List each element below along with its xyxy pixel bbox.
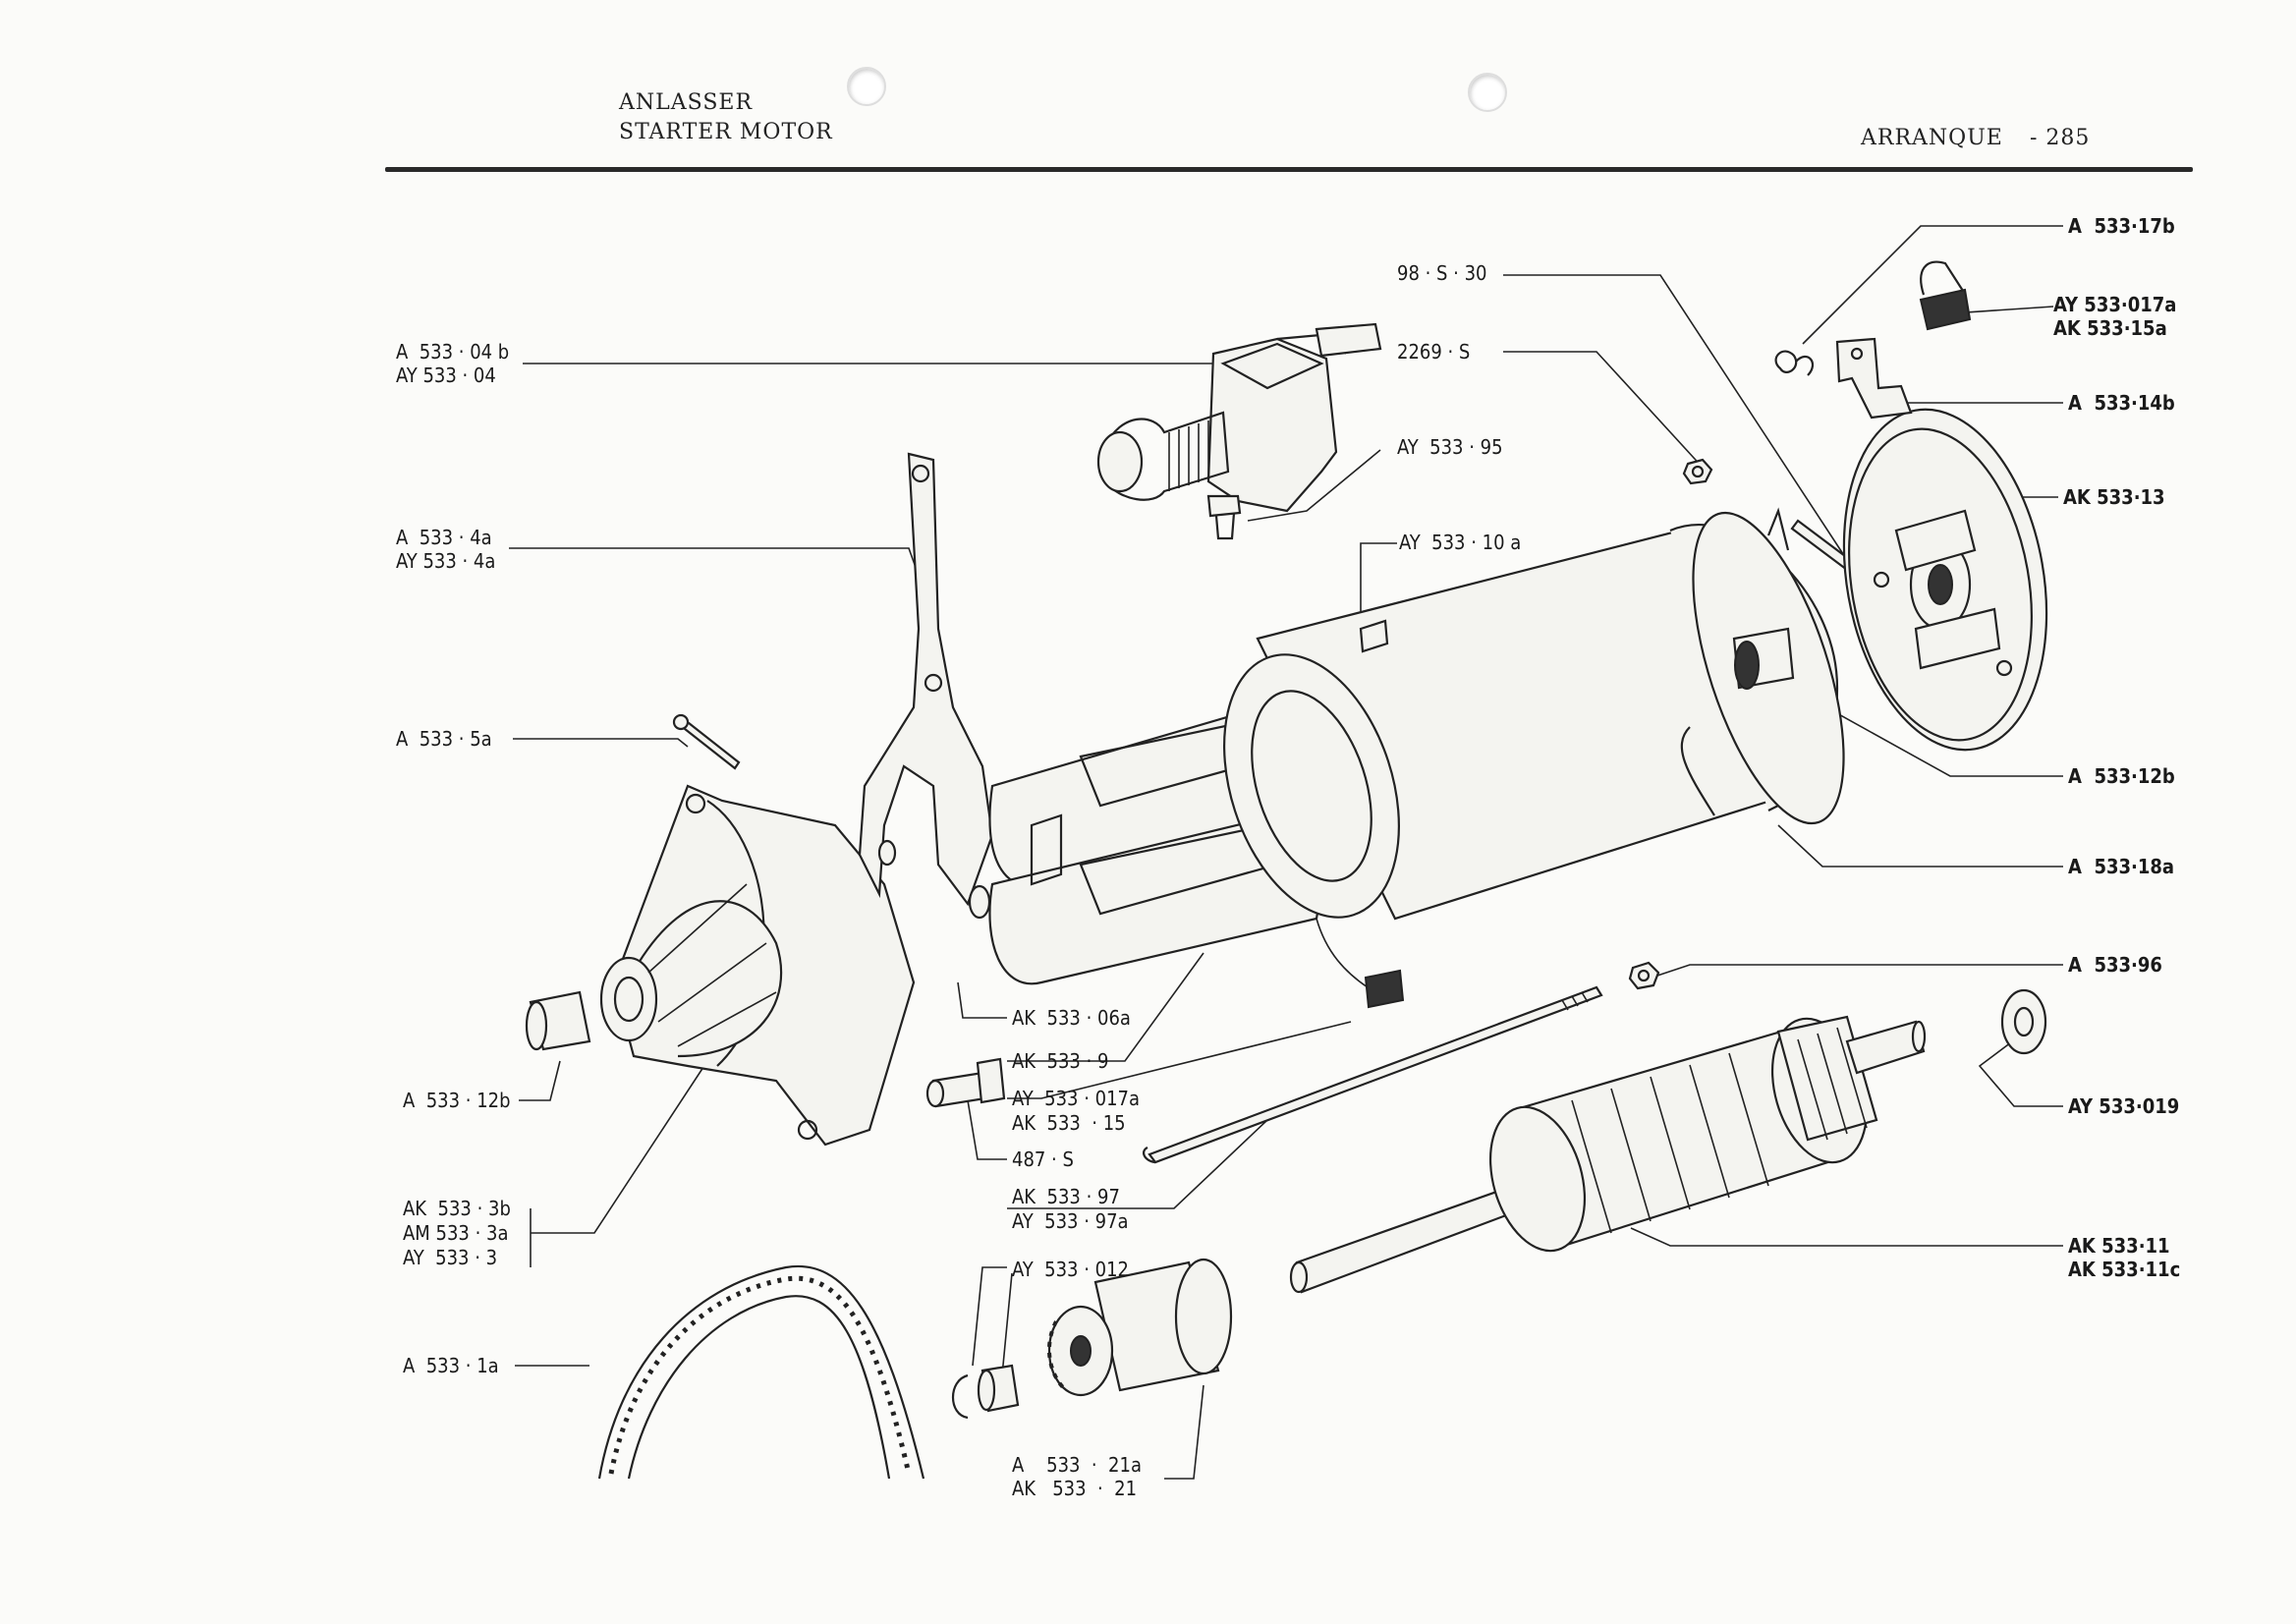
label-a-533-12b-right: A 533·12b bbox=[2068, 764, 2175, 788]
page-number: - 285 bbox=[2030, 126, 2091, 150]
label-a-533-21a: A 533 · 21a bbox=[1012, 1453, 1142, 1477]
brush-holder bbox=[1835, 337, 1913, 420]
label-2269-s: 2269 · S bbox=[1397, 340, 1471, 364]
label-ak-533-11: AK 533·11 bbox=[2068, 1234, 2170, 1258]
label-ak-533-97: AK 533 · 97 bbox=[1012, 1185, 1120, 1208]
pivot-pin bbox=[672, 713, 741, 770]
ring-gear bbox=[597, 1264, 925, 1480]
label-a-533-14b: A 533·14b bbox=[2068, 391, 2175, 415]
armature bbox=[1289, 1015, 1927, 1294]
label-ak-533-3b: AK 533 · 3b bbox=[403, 1197, 511, 1220]
label-ay-533-10a: AY 533 · 10 a bbox=[1399, 531, 1522, 554]
punch-hole-left bbox=[847, 67, 886, 106]
label-98-s-30: 98 · S · 30 bbox=[1397, 261, 1487, 285]
yoke-frame bbox=[1223, 507, 1845, 921]
label-ay-533-019: AY 533·019 bbox=[2068, 1094, 2180, 1118]
label-ay-533-97a: AY 533 · 97a bbox=[1012, 1209, 1129, 1233]
title-spanish: ARRANQUE bbox=[1861, 126, 2003, 150]
nut-533-96 bbox=[1628, 961, 1660, 990]
commutator-end-plate bbox=[1842, 408, 2048, 752]
label-ak-533-06a: AK 533 · 06a bbox=[1012, 1006, 1131, 1030]
label-a-533-96: A 533·96 bbox=[2068, 953, 2162, 977]
label-ay-533-95: AY 533 · 95 bbox=[1397, 435, 1503, 459]
label-ak-533-9: AK 533 · 9 bbox=[1012, 1049, 1109, 1073]
header-rule bbox=[385, 167, 2193, 172]
solenoid bbox=[1096, 322, 1382, 513]
label-a-533-4a: A 533 · 4a bbox=[396, 526, 492, 549]
label-ay-533-017a-right: AY 533·017a bbox=[2053, 293, 2177, 316]
label-ak-533-11c: AK 533·11c bbox=[2068, 1258, 2181, 1281]
title-german: ANLASSER bbox=[619, 90, 754, 115]
label-a-533-1a: A 533 · 1a bbox=[403, 1354, 499, 1377]
label-a-533-18a: A 533·18a bbox=[2068, 855, 2175, 878]
label-a-533-17b: A 533·17b bbox=[2068, 214, 2175, 238]
through-bolt-long bbox=[1143, 985, 1603, 1164]
label-ay-533-012: AY 533 · 012 bbox=[1012, 1258, 1129, 1281]
label-ay-533-017a-mid: AY 533 · 017a bbox=[1012, 1087, 1140, 1110]
bushing-left bbox=[525, 990, 591, 1051]
brush-assembly bbox=[1774, 260, 1972, 376]
label-ay-533-3: AY 533 · 3 bbox=[403, 1246, 498, 1269]
label-ak-533-21: AK 533 · 21 bbox=[1012, 1477, 1138, 1500]
label-ay-533-04: AY 533 · 04 bbox=[396, 364, 496, 387]
drive-end-housing bbox=[599, 784, 916, 1147]
nut-2269 bbox=[1682, 458, 1713, 485]
title-english: STARTER MOTOR bbox=[619, 120, 833, 144]
label-ak-533-15-mid: AK 533 · 15 bbox=[1012, 1111, 1126, 1135]
thrust-washer bbox=[2000, 988, 2047, 1055]
shift-lever bbox=[858, 452, 994, 920]
label-487-s: 487 · S bbox=[1012, 1148, 1074, 1171]
label-ak-533-15a: AK 533·15a bbox=[2053, 316, 2167, 340]
drive-pinion bbox=[1047, 1258, 1233, 1397]
punch-hole-right bbox=[1468, 73, 1507, 112]
label-a-533-5a: A 533 · 5a bbox=[396, 727, 492, 751]
label-a-533-04b: A 533 · 04 b bbox=[396, 340, 510, 364]
bolt-487 bbox=[925, 1057, 1006, 1108]
snap-ring-collar bbox=[952, 1364, 1020, 1420]
label-ay-533-4a: AY 533 · 4a bbox=[396, 549, 496, 573]
label-ak-533-13: AK 533·13 bbox=[2063, 485, 2165, 509]
label-am-533-3a: AM 533 · 3a bbox=[403, 1221, 509, 1245]
solenoid-screw bbox=[1206, 494, 1242, 540]
label-a-533-12b-left: A 533 · 12b bbox=[403, 1089, 511, 1112]
